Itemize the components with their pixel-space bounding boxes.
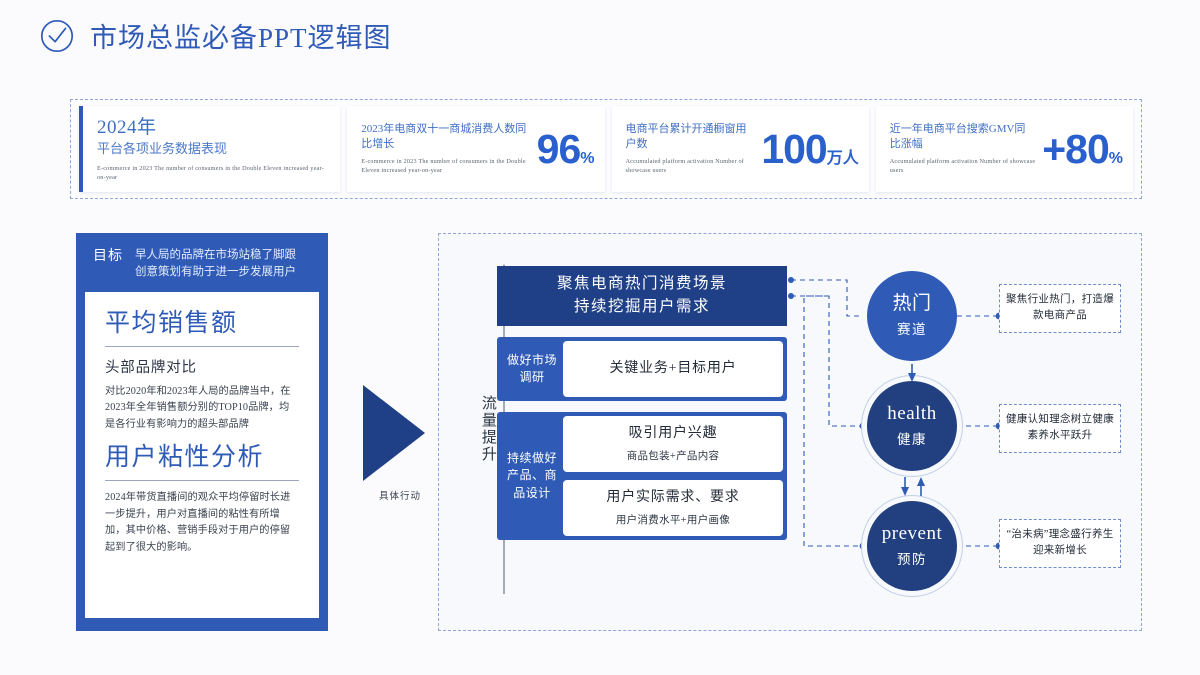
stat-english-caption: E-commerce in 2023 The number of consume…	[97, 164, 324, 181]
stat-number: 96	[536, 125, 582, 172]
stat-number: +80	[1042, 125, 1110, 172]
flow-row-product-design[interactable]: 持续做好产品、商品设计 吸引用户兴趣 商品包装+产品内容 用户实际需求、要求 用…	[497, 412, 787, 540]
flow-row-label: 做好市场调研	[506, 352, 557, 384]
stat-subtitle: 平台各项业务数据表现	[97, 141, 228, 157]
flow-cell-main: 吸引用户兴趣	[628, 426, 718, 441]
avg-sales-paragraph: 对比2020年和2023年人局的品牌当中，在2023年全年销售额分别的TOP10…	[105, 385, 291, 430]
flow-region: 流量提升 聚焦电商热门消费场景 持续挖掘用户需求 做好市场调研 关键业务+目标用…	[438, 233, 1142, 631]
goal-panel: 目标 早人局的品牌在市场站稳了脚跟 创意策划有助于进一步发展用户 平均销售额 头…	[76, 233, 328, 631]
divider	[105, 345, 299, 347]
stat-english-caption: E-commerce in 2023 The number of consume…	[361, 158, 526, 175]
stat-unit: %	[580, 149, 595, 167]
arrow-caption: 具体行动	[378, 492, 421, 502]
stat-title: 2023年电商双十一商城消费人数同比增长	[361, 123, 527, 151]
divider	[105, 480, 299, 482]
note-box-health: 健康认知理念树立健康素养水平跃升	[999, 404, 1121, 453]
stat-year: 2024年	[97, 116, 157, 138]
flow-cell[interactable]: 用户实际需求、要求 用户消费水平+用户画像	[563, 479, 783, 536]
flow-cell[interactable]: 关键业务+目标用户	[563, 341, 783, 397]
action-arrow-group: 具体行动	[355, 385, 445, 502]
stat-number: 100	[761, 125, 827, 172]
traffic-axis-label: 流量提升	[479, 395, 496, 463]
stat-card-showcase-users: 电商平台累计开通橱窗用户数 Accumulated platform activ…	[611, 106, 869, 192]
circle-connector-arrows	[901, 364, 925, 496]
circle-subtitle: 预防	[897, 551, 927, 567]
goal-line-2: 创意策划有助于进一步发展用户	[135, 266, 296, 279]
goal-header: 目标 早人局的品牌在市场站稳了脚跟 创意策划有助于进一步发展用户	[85, 242, 319, 292]
stat-title: 电商平台累计开通橱窗用户数	[625, 123, 747, 151]
flow-header-box: 聚焦电商热门消费场景 持续挖掘用户需求	[497, 266, 787, 326]
circle-title: prevent	[881, 523, 943, 545]
stat-unit: %	[1108, 149, 1123, 167]
stats-band: 2024年 平台各项业务数据表现 E-commerce in 2023 The …	[70, 99, 1142, 199]
avg-sales-subheading: 头部品牌对比	[105, 359, 197, 376]
circle-node-health[interactable]: health 健康	[867, 381, 957, 471]
stat-unit: 万人	[826, 149, 859, 167]
goal-lines: 早人局的品牌在市场站稳了脚跟 创意策划有助于进一步发展用户	[135, 247, 296, 282]
flow-cell-sub: 商品包装+产品内容	[626, 450, 720, 462]
flow-column: 聚焦电商热门消费场景 持续挖掘用户需求 做好市场调研 关键业务+目标用户 持续做…	[497, 266, 787, 540]
stat-card-gmv-growth: 近一年电商平台搜索GMV同比涨幅 Accumulated platform ac…	[875, 106, 1133, 192]
stat-card-overview: 2024年 平台各项业务数据表现 E-commerce in 2023 The …	[79, 106, 341, 192]
spacer	[105, 433, 299, 443]
stat-value: +80%	[1036, 125, 1123, 172]
flow-header-line-1: 聚焦电商热门消费场景	[556, 275, 727, 293]
stat-value: 100万人	[755, 125, 859, 172]
stat-english-caption: Accumulated platform activation Number o…	[889, 158, 1036, 175]
flow-header-line-2: 持续挖掘用户需求	[573, 298, 710, 315]
page-title: 市场总监必备PPT逻辑图	[90, 23, 392, 53]
flow-cell-main: 用户实际需求、要求	[606, 489, 740, 505]
goal-panel-body: 平均销售额 头部品牌对比 对比2020年和2023年人局的品牌当中，在2023年…	[85, 291, 319, 618]
check-circle-icon	[38, 17, 76, 55]
stat-english-caption: Accumulated platform activation Number o…	[625, 158, 745, 175]
flow-row-research[interactable]: 做好市场调研 关键业务+目标用户	[497, 337, 787, 401]
avg-sales-heading: 平均销售额	[105, 309, 238, 337]
circle-node-prevent[interactable]: prevent 预防	[867, 501, 957, 591]
stat-title: 近一年电商平台搜索GMV同比涨幅	[889, 123, 1026, 151]
goal-line-1: 早人局的品牌在市场站稳了脚跟	[135, 249, 296, 261]
stickiness-paragraph: 2024年带货直播间的观众平均停留时长进一步提升，用户对直播间的粘性有所增加，其…	[105, 492, 291, 553]
right-arrow-icon	[363, 385, 425, 481]
circle-subtitle: 赛道	[897, 321, 927, 337]
page-header: 市场总监必备PPT逻辑图	[38, 16, 392, 55]
circle-node-hot-track[interactable]: 热门 赛道	[867, 271, 957, 361]
circle-title: health	[887, 403, 937, 425]
flow-cell[interactable]: 吸引用户兴趣 商品包装+产品内容	[563, 416, 783, 472]
stickiness-heading: 用户粘性分析	[105, 444, 265, 472]
circle-title: 热门	[892, 293, 932, 315]
stat-card-consumer-growth: 2023年电商双十一商城消费人数同比增长 E-commerce in 2023 …	[347, 106, 605, 192]
down-arrow-icon	[908, 364, 916, 382]
stat-value: 96%	[531, 125, 595, 172]
flow-cell-sub: 用户消费水平+用户画像	[615, 514, 731, 526]
note-box-prevent: “治未病”理念盛行养生迎来新增长	[999, 519, 1121, 568]
goal-label: 目标	[93, 249, 123, 264]
flow-cell-main: 关键业务+目标用户	[609, 360, 737, 376]
down-up-arrow-icon	[901, 477, 925, 496]
flow-row-label: 持续做好产品、商品设计	[506, 450, 557, 500]
circle-subtitle: 健康	[897, 431, 927, 447]
note-box-hot: 聚焦行业热门，打造爆款电商产品	[999, 284, 1121, 333]
